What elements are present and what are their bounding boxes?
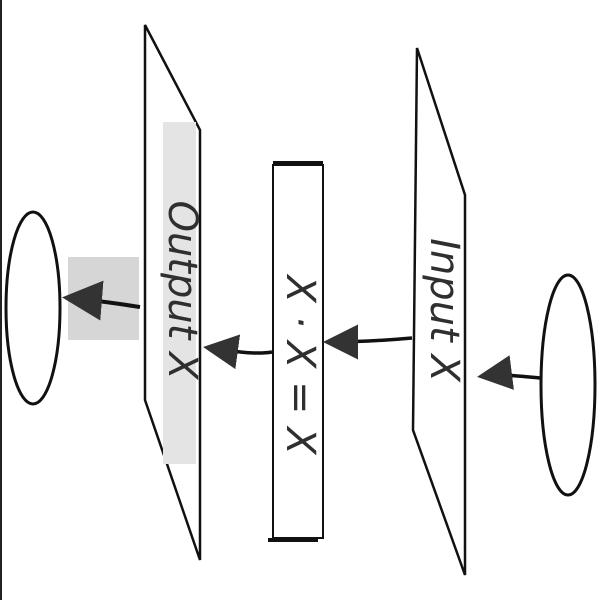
process-box bbox=[272, 164, 324, 539]
arrow-output-to-end bbox=[62, 280, 141, 321]
start-ellipse bbox=[539, 273, 597, 497]
input-label: Input X bbox=[421, 238, 467, 383]
output-highlight bbox=[163, 122, 196, 464]
arrow-start-to-input bbox=[477, 355, 541, 390]
arrow-process-to-output bbox=[203, 334, 273, 370]
output-label: Output X bbox=[159, 200, 205, 381]
process-label: X · X = X bbox=[277, 273, 323, 456]
input-parallelogram bbox=[411, 47, 467, 576]
arrow-input-to-process bbox=[323, 324, 413, 360]
end-ellipse bbox=[4, 210, 62, 406]
